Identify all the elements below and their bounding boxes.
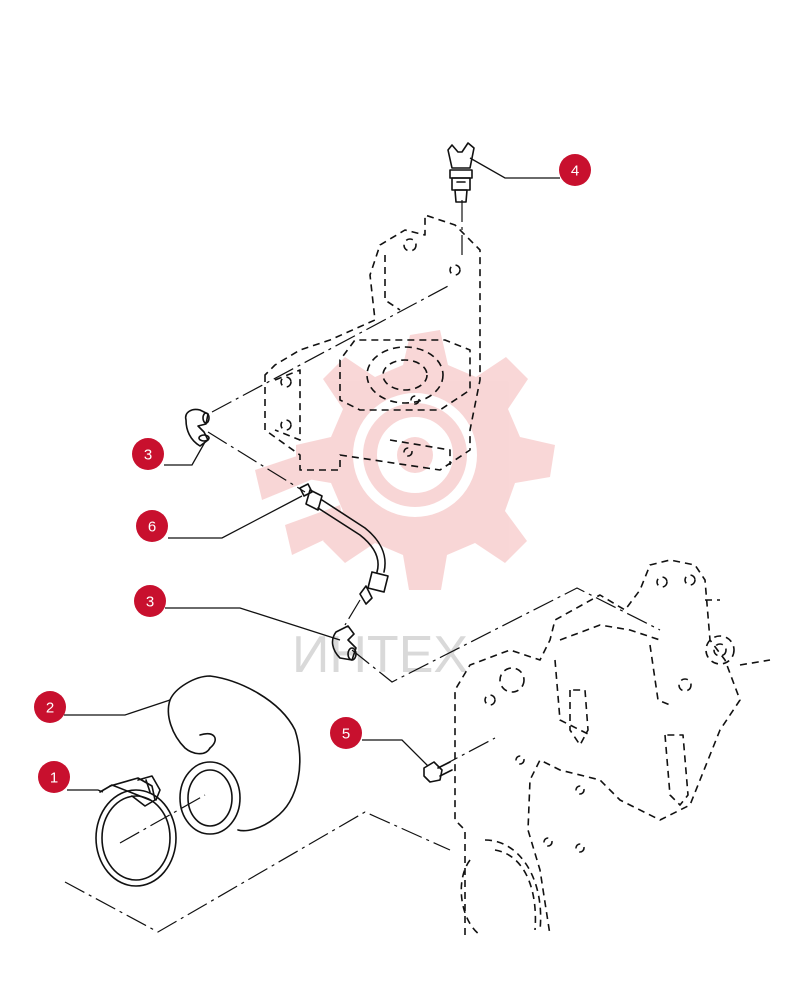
callout-3a: 3 (132, 438, 164, 470)
part-5-bolt (423, 761, 453, 783)
callout-3a-label: 3 (144, 447, 152, 464)
part-6-pipe (299, 483, 389, 605)
callout-6: 6 (136, 510, 168, 542)
callout-5: 5 (330, 717, 362, 749)
watermark-gear-logo (255, 330, 555, 590)
callout-4-label: 4 (571, 163, 579, 180)
watermark-text: ИНТЕХ (292, 626, 468, 684)
callout-1: 1 (38, 761, 70, 793)
leader-lines (64, 157, 560, 793)
callout-4: 4 (559, 154, 591, 186)
callout-3b-label: 3 (146, 594, 154, 611)
assembly-axes (64, 200, 661, 933)
part-4-sensor (447, 142, 475, 203)
callout-3b: 3 (134, 585, 166, 617)
callout-2-label: 2 (46, 700, 54, 717)
part-3-upper-elbow (184, 408, 210, 447)
cylinder-block (454, 559, 771, 936)
callout-5-label: 5 (342, 726, 350, 743)
exhaust-manifold (264, 214, 481, 471)
part-1-clamp (95, 775, 177, 887)
callout-1-label: 1 (50, 770, 58, 787)
callout-6-label: 6 (148, 519, 156, 536)
part-2-hose (167, 675, 301, 835)
callout-2: 2 (34, 691, 66, 723)
